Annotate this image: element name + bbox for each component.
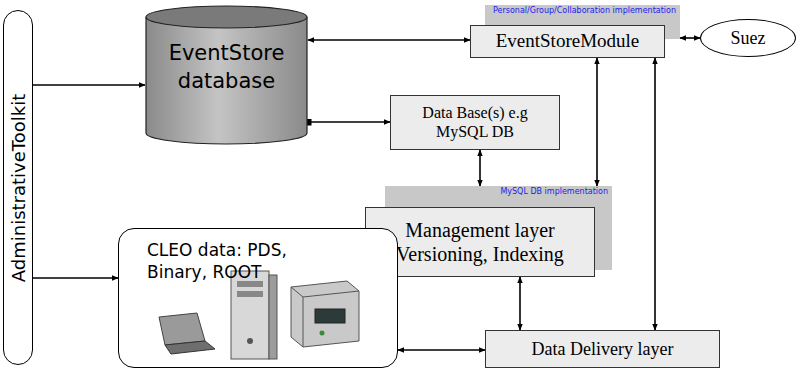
tower-side <box>269 275 277 359</box>
node-box: Data Delivery layer <box>485 330 720 368</box>
tape-edge <box>303 297 304 347</box>
node-cyl: EventStore database <box>145 5 308 145</box>
tape-drive <box>291 281 359 347</box>
connector <box>308 121 390 123</box>
tower-button <box>247 338 253 344</box>
tape-led <box>320 331 325 336</box>
node-ellipse: Suez <box>700 19 796 57</box>
tower-case <box>231 271 269 359</box>
connector <box>596 58 598 186</box>
node-cleo: CLEO data: PDS, Binary, ROOT <box>118 228 398 368</box>
box-label: Data Base(s) e.g MySQL DB <box>422 104 528 141</box>
connector <box>519 277 521 330</box>
node-box: Data Base(s) e.g MySQL DB <box>390 95 560 150</box>
connector <box>308 39 470 41</box>
implementation-note: Personal/Group/Collaboration implementat… <box>493 6 676 15</box>
connector <box>680 37 700 39</box>
laptop-base <box>165 341 215 354</box>
toolkit-label: AdministrativeToolkit <box>8 93 29 281</box>
laptop-screen <box>159 313 205 345</box>
connector <box>398 349 485 351</box>
data-label: CLEO data: PDS, Binary, ROOT <box>147 239 347 283</box>
module-box: EventStoreModule <box>470 25 665 58</box>
cylinder-body <box>146 17 307 144</box>
connector <box>479 150 481 186</box>
module-label: EventStoreModule <box>496 30 640 53</box>
connector <box>33 84 145 86</box>
implementation-note: MySQL DB implementation <box>500 187 608 196</box>
cylinder-top <box>146 6 307 28</box>
database-label: EventStore database <box>153 39 300 95</box>
tape-edge <box>291 287 359 297</box>
box-label: Data Delivery layer <box>532 339 674 360</box>
node-shadowbox: Personal/Group/Collaboration implementat… <box>470 5 680 58</box>
node-admin: AdministrativeToolkit <box>3 10 33 365</box>
connector <box>654 58 656 330</box>
node-shadowbox: MySQL DB implementationManagement layer … <box>365 186 612 277</box>
connector <box>33 277 118 279</box>
tower-drive <box>237 291 263 297</box>
module-box: Management layer Versioning, Indexing <box>365 207 595 277</box>
ellipse-label: Suez <box>731 28 766 49</box>
module-label: Management layer Versioning, Indexing <box>383 218 578 266</box>
tape-slot <box>315 309 345 323</box>
